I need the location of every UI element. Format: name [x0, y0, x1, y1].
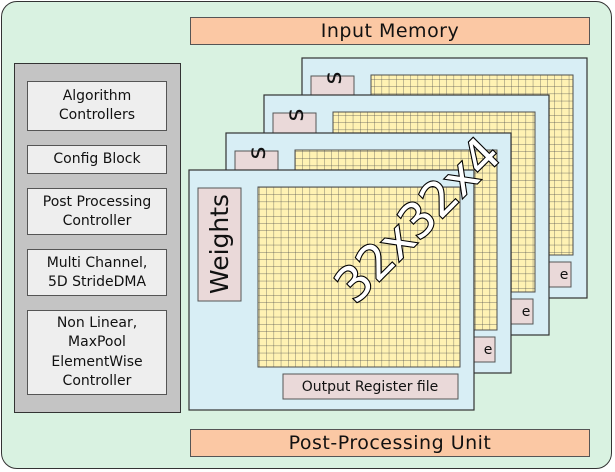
dma-box: Multi Channel, 5D StrideDMA [27, 249, 167, 296]
output-register-label-partial: e [560, 267, 569, 283]
output-register-label-partial: e [522, 304, 531, 320]
input-memory: Input Memory [190, 17, 590, 45]
weights-label: Weights [205, 194, 234, 294]
weights-label-partial: s [280, 108, 309, 121]
output-register-label: Output Register file [302, 379, 439, 395]
weights-label-partial: s [242, 146, 271, 159]
post-processing-controller-box: Post Processing Controller [27, 188, 167, 235]
weights-label-partial: s [318, 71, 347, 84]
input-memory-label: Input Memory [320, 20, 460, 42]
output-register-box [282, 373, 459, 400]
post-processing-unit: Post-Processing Unit [190, 429, 590, 457]
config-block-box: Config Block [27, 145, 167, 174]
pe-grid [257, 186, 461, 368]
weights-box [197, 187, 242, 302]
output-register-label-partial: e [484, 342, 493, 358]
post-processing-unit-label: Post-Processing Unit [288, 432, 492, 454]
nonlinear-controller-box: Non Linear, MaxPool ElementWise Controll… [27, 310, 167, 395]
algorithm-controllers-box: Algorithm Controllers [27, 81, 167, 131]
